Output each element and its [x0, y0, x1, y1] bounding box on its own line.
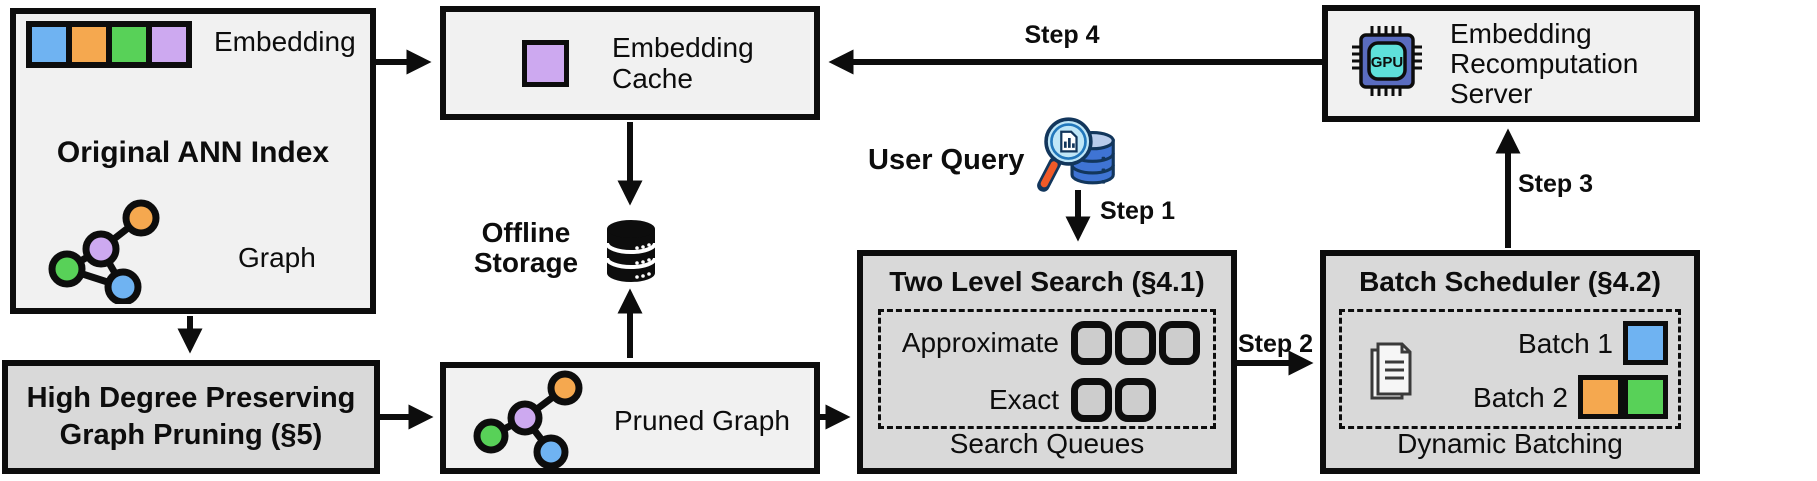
- queue-slot-icon: [1071, 320, 1112, 365]
- step2-label: Step 2: [1238, 330, 1314, 358]
- embedding-cell-purple: [152, 27, 186, 62]
- graph-label: Graph: [238, 242, 316, 273]
- embedding-cache-label: Embedding Cache: [612, 32, 754, 94]
- batch2-item-orange: [1578, 375, 1623, 419]
- queue-slot-icon: [1115, 320, 1156, 365]
- two-level-search-title: Two Level Search (§4.1): [889, 266, 1205, 297]
- gpu-chip-icon: GPU: [1352, 26, 1422, 96]
- embedding-label: Embedding: [214, 26, 356, 57]
- approximate-row: Approximate: [881, 314, 1213, 371]
- ann-index-title: Original ANN Index: [56, 136, 330, 169]
- pruned-graph-box: Pruned Graph: [440, 362, 820, 474]
- graph-pruning-box: High Degree Preserving Graph Pruning (§5…: [2, 360, 380, 474]
- embedding-cell-green: [112, 27, 146, 62]
- step3-label: Step 3: [1518, 170, 1594, 198]
- queue-slot-icon: [1159, 320, 1200, 365]
- pruned-graph-label: Pruned Graph: [614, 405, 790, 436]
- batch-scheduler-box: Batch Scheduler (§4.2) Batch 1 Batch 2: [1320, 250, 1700, 474]
- batch2-item-green: [1623, 375, 1668, 419]
- exact-queue-icons: [1071, 377, 1203, 422]
- user-query-label: User Query: [868, 144, 1025, 176]
- dynamic-batching-footer: Dynamic Batching: [1397, 428, 1623, 459]
- approximate-label: Approximate: [901, 327, 1059, 358]
- batch1-row: Batch 1: [1473, 321, 1668, 365]
- batch1-item-blue: [1623, 321, 1668, 365]
- embedding-vector-icon: [26, 21, 192, 68]
- batch2-row: Batch 2: [1473, 375, 1668, 419]
- embedding-cell-orange: [72, 27, 106, 62]
- queue-slot-icon: [1071, 377, 1112, 422]
- documents-icon: [1370, 342, 1412, 400]
- recomputation-server-label: Embedding Recomputation Server: [1450, 18, 1639, 109]
- step4-label: Step 4: [1024, 21, 1100, 49]
- search-queues-pane: Approximate Exact: [878, 309, 1216, 429]
- search-queues-footer: Search Queues: [949, 428, 1145, 459]
- batch2-label: Batch 2: [1473, 381, 1568, 413]
- step1-label: Step 1: [1100, 197, 1176, 225]
- exact-label: Exact: [988, 384, 1059, 415]
- gpu-chip-text: GPU: [1371, 54, 1404, 71]
- batch-scheduler-title: Batch Scheduler (§4.2): [1359, 266, 1661, 297]
- embedding-cache-box: Embedding Cache: [440, 6, 820, 120]
- recomputation-server-box: GPU Embedding Recomputation Server: [1322, 5, 1700, 122]
- embedding-cell-blue: [32, 27, 66, 62]
- graph-icon: [48, 199, 160, 304]
- exact-row: Exact: [881, 371, 1213, 428]
- approximate-queue-icons: [1071, 320, 1203, 365]
- user-query-icon: [1037, 117, 1115, 192]
- database-icon: [605, 220, 657, 282]
- batch1-label: Batch 1: [1518, 327, 1613, 359]
- cached-embedding-square: [522, 40, 569, 87]
- pruned-graph-icon: [473, 370, 583, 468]
- offline-storage-label: Offline Storage: [473, 217, 579, 278]
- original-ann-index-box: Embedding Original ANN Index Graph: [10, 8, 376, 314]
- graph-pruning-label: High Degree Preserving Graph Pruning (§5…: [26, 382, 356, 451]
- dynamic-batching-pane: Batch 1 Batch 2: [1339, 309, 1681, 429]
- two-level-search-box: Two Level Search (§4.1) Approximate Exac…: [857, 250, 1237, 474]
- queue-slot-icon: [1115, 377, 1156, 422]
